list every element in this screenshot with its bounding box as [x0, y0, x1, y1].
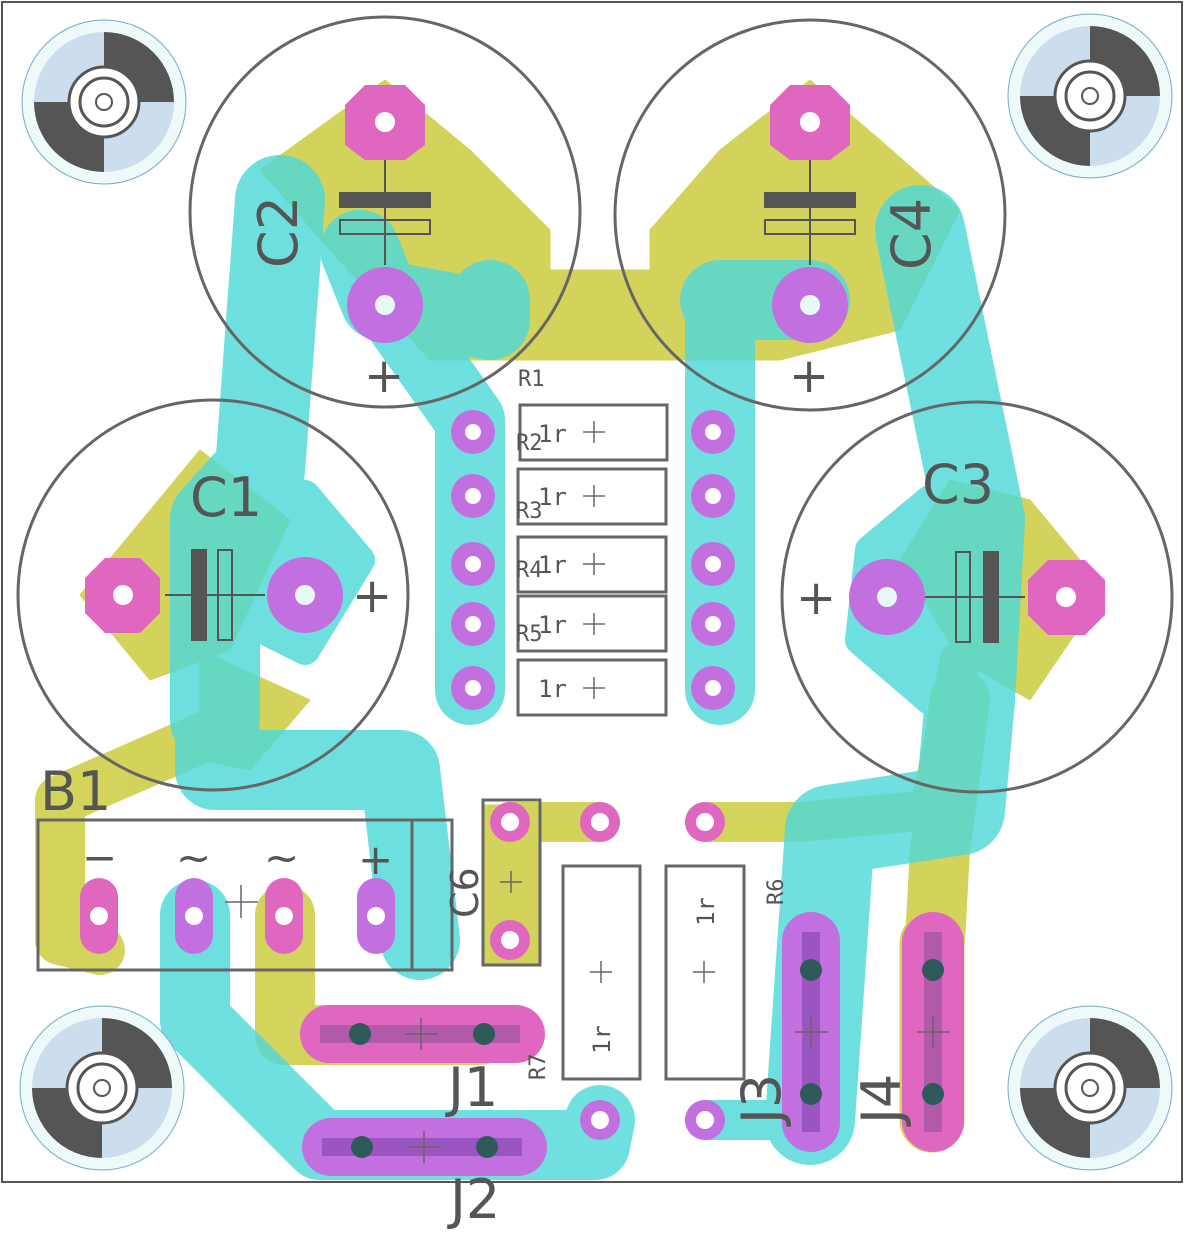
pads	[80, 85, 1105, 1176]
label-j3: J3	[730, 1074, 793, 1127]
c4-outline	[613, 18, 1007, 412]
label-r6: R6	[764, 879, 789, 906]
r5-value: 1r	[538, 675, 567, 703]
c3-plus: +	[796, 570, 836, 626]
c1-plus: +	[352, 568, 392, 624]
silkscreen-text: C1 C3 C2 C4 B1 C6 J1 J2 J3 J4 R1 R2 R3 R…	[40, 196, 994, 1231]
b1-outline	[36, 818, 454, 972]
label-j2: J2	[447, 1168, 500, 1231]
label-r1: R1	[518, 367, 545, 392]
r3-outline	[516, 535, 668, 594]
c6-outline	[481, 798, 542, 967]
c2-plus: +	[364, 348, 404, 404]
b1-pin-ac2: ~	[264, 833, 299, 882]
r4-value: 1r	[538, 611, 567, 639]
label-r5: R5	[516, 622, 543, 647]
r6-value: 1r	[692, 897, 720, 926]
r1-value: 1r	[538, 420, 567, 448]
mount-hole-top-left	[21, 19, 187, 185]
mount-hole-bottom-right	[1007, 1005, 1173, 1171]
c3-outline	[780, 400, 1174, 794]
r4-outline	[516, 594, 668, 653]
label-j1: J1	[445, 1056, 498, 1119]
label-c6: C6	[443, 867, 487, 918]
r3-value: 1r	[538, 551, 567, 579]
c1-outline	[16, 398, 410, 792]
label-c3: C3	[922, 453, 994, 516]
r5-outline	[516, 658, 668, 717]
label-j4: J4	[850, 1074, 913, 1127]
label-c1: C1	[190, 466, 262, 529]
b1-pin-ac1: ~	[176, 833, 211, 882]
capacitor-symbols	[165, 160, 1025, 643]
b1-pin-plus: +	[358, 835, 393, 884]
label-r4: R4	[516, 558, 543, 583]
silkscreen-outlines	[16, 15, 1174, 1081]
r2-value: 1r	[538, 483, 567, 511]
r1-outline	[518, 403, 669, 462]
mount-hole-bottom-left	[19, 1005, 185, 1171]
label-c2: C2	[247, 196, 310, 268]
label-b1: B1	[40, 760, 111, 823]
r6-outline	[664, 864, 746, 1081]
mount-hole-top-right	[1007, 13, 1173, 179]
component-origins	[225, 421, 950, 1163]
label-r7: R7	[526, 1054, 551, 1081]
r7-value: 1r	[588, 1025, 616, 1054]
c2-outline	[188, 15, 582, 409]
label-r3: R3	[516, 499, 543, 524]
mounting-holes	[19, 13, 1173, 1171]
c4-plus: +	[789, 348, 829, 404]
r2-outline	[516, 467, 668, 526]
label-r2: R2	[516, 431, 543, 456]
r7-outline	[561, 864, 642, 1081]
b1-pin-minus: −	[82, 833, 117, 882]
label-c4: C4	[880, 198, 943, 270]
